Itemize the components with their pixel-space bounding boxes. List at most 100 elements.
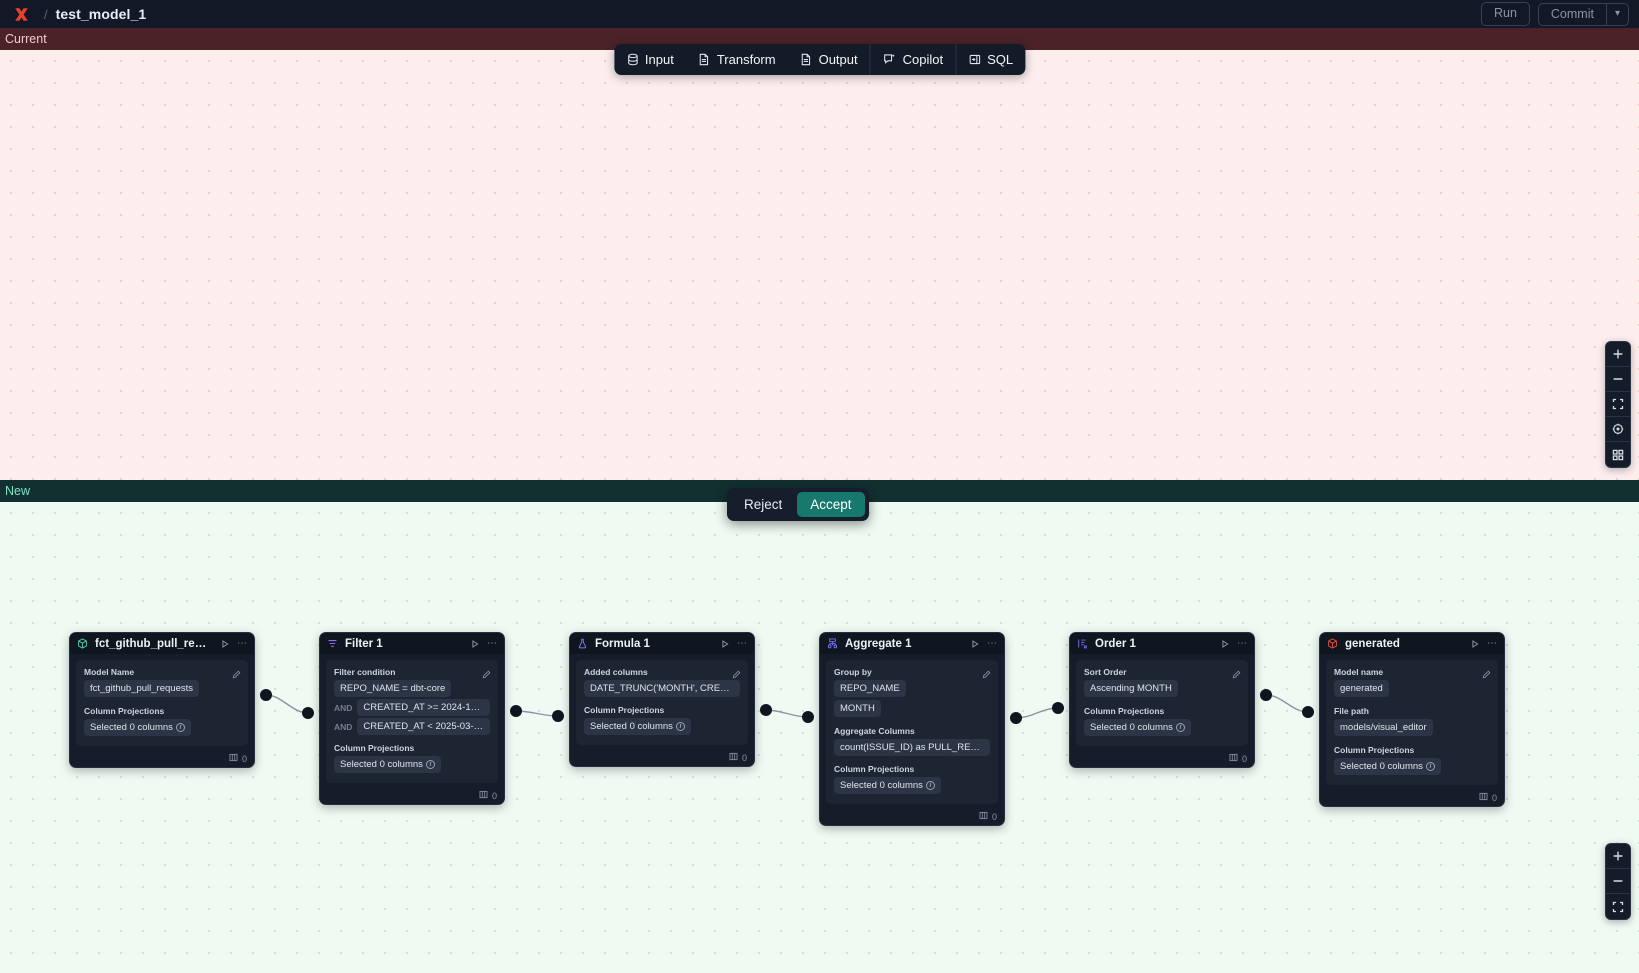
minus-icon[interactable] xyxy=(1606,367,1630,392)
zoom-controls-current xyxy=(1605,341,1631,468)
copilot-sparkle-icon xyxy=(883,53,897,66)
section-label: Model Name xyxy=(84,667,135,677)
fit-screen-icon[interactable] xyxy=(1606,894,1630,919)
value-chip[interactable]: CREATED_AT >= 2024-12-01 xyxy=(357,699,490,716)
node-title: fct_github_pull_requests xyxy=(95,637,213,650)
toolbar-item-input[interactable]: Input xyxy=(614,44,686,75)
column-count: 0 xyxy=(1491,792,1497,803)
info-icon[interactable]: i xyxy=(425,760,435,770)
commit-split-button[interactable]: Commit ▾ xyxy=(1537,2,1629,26)
section-label: Aggregate Columns xyxy=(834,726,915,736)
pipeline-node-output[interactable]: generated ⋯ Model name generated File pa… xyxy=(1319,632,1505,807)
toolbar-item-copilot[interactable]: Copilot xyxy=(869,44,955,75)
commit-button-label[interactable]: Commit xyxy=(1550,6,1594,21)
info-icon[interactable]: i xyxy=(1175,723,1185,733)
play-icon[interactable] xyxy=(1470,639,1480,649)
breadcrumb-separator: / xyxy=(44,6,48,22)
value-chip[interactable]: CREATED_AT < 2025-03-01 xyxy=(357,718,490,735)
edit-pencil-icon[interactable] xyxy=(1482,666,1491,684)
node-header: Filter 1 ⋯ xyxy=(320,633,504,654)
plus-icon[interactable] xyxy=(1606,844,1630,869)
more-dots-icon[interactable]: ⋯ xyxy=(737,638,747,649)
edit-pencil-icon[interactable] xyxy=(732,666,741,684)
x-logo-icon[interactable] xyxy=(10,3,32,25)
node-body: Filter condition REPO_NAME = dbt-core AN… xyxy=(320,654,504,789)
info-icon[interactable]: i xyxy=(925,781,935,791)
toolbar-item-output[interactable]: Output xyxy=(788,44,870,75)
more-dots-icon[interactable]: ⋯ xyxy=(1487,638,1497,649)
more-dots-icon[interactable]: ⋯ xyxy=(987,638,997,649)
toolbar-label-input: Input xyxy=(644,52,674,67)
node-card: Group by REPO_NAME MONTH Aggregate Colum… xyxy=(826,660,998,804)
current-pane: Current xyxy=(0,28,1639,480)
play-icon[interactable] xyxy=(220,639,230,649)
section-label: Added columns xyxy=(584,667,648,677)
play-icon[interactable] xyxy=(970,639,980,649)
value-chip[interactable]: count(ISSUE_ID) as PULL_REQUEST_... xyxy=(834,739,990,756)
run-button[interactable]: Run xyxy=(1480,2,1530,26)
node-header: Formula 1 ⋯ xyxy=(570,633,754,654)
value-chip[interactable]: MONTH xyxy=(834,700,881,718)
pipeline-node-formula[interactable]: Formula 1 ⋯ Added columns DATE_TRUNC('MO… xyxy=(569,632,755,767)
node-body: Group by REPO_NAME MONTH Aggregate Colum… xyxy=(820,654,1004,810)
pipeline-node-input[interactable]: fct_github_pull_requests ⋯ Model Name fc… xyxy=(69,632,255,768)
more-dots-icon[interactable]: ⋯ xyxy=(1237,638,1247,649)
node-header: fct_github_pull_requests ⋯ xyxy=(70,633,254,654)
pipeline-node-order[interactable]: Order 1 ⋯ Sort Order Ascending MONTH Col… xyxy=(1069,632,1255,768)
fit-screen-icon[interactable] xyxy=(1606,392,1630,417)
section-label: Column Projections xyxy=(584,705,665,715)
value-chip[interactable]: models/visual_editor xyxy=(1334,719,1433,737)
play-icon[interactable] xyxy=(1220,639,1230,649)
edit-pencil-icon[interactable] xyxy=(482,666,491,684)
current-pane-label: Current xyxy=(0,28,1639,50)
node-body: Added columns DATE_TRUNC('MONTH', CREATE… xyxy=(570,654,754,751)
document-icon xyxy=(698,53,711,66)
reject-button[interactable]: Reject xyxy=(744,497,783,512)
section-label: Filter condition xyxy=(334,667,396,677)
edit-pencil-icon[interactable] xyxy=(232,666,241,684)
condition-row: AND CREATED_AT < 2025-03-01 xyxy=(334,718,490,735)
node-card: Model Name fct_github_pull_requests Colu… xyxy=(76,660,248,746)
center-target-icon[interactable] xyxy=(1606,417,1630,442)
more-dots-icon[interactable]: ⋯ xyxy=(237,638,247,649)
columns-icon xyxy=(229,753,238,764)
value-chip[interactable]: fct_github_pull_requests xyxy=(84,680,199,698)
value-chip[interactable]: REPO_NAME = dbt-core xyxy=(334,680,452,697)
page-title: test_model_1 xyxy=(55,6,147,22)
sql-panel-icon xyxy=(968,53,981,66)
condition-row: AND CREATED_AT >= 2024-12-01 xyxy=(334,699,490,716)
edit-pencil-icon[interactable] xyxy=(982,666,991,684)
info-icon[interactable]: i xyxy=(675,722,685,732)
toolbar-item-transform[interactable]: Transform xyxy=(686,44,788,75)
pipeline-node-aggregate[interactable]: Aggregate 1 ⋯ Group by REPO_NAME MONTH A… xyxy=(819,632,1005,826)
toolbar-item-sql[interactable]: SQL xyxy=(955,44,1025,75)
grid-layout-icon[interactable] xyxy=(1606,442,1630,467)
edit-pencil-icon[interactable] xyxy=(1232,666,1241,684)
pipeline-node-filter[interactable]: Filter 1 ⋯ Filter condition REPO_NAME = … xyxy=(319,632,505,805)
play-icon[interactable] xyxy=(720,639,730,649)
minus-icon[interactable] xyxy=(1606,869,1630,894)
value-chip[interactable]: Ascending MONTH xyxy=(1084,680,1178,698)
info-icon[interactable]: i xyxy=(175,723,185,733)
info-icon[interactable]: i xyxy=(1425,762,1435,772)
value-chip[interactable]: DATE_TRUNC('MONTH', CREATED_AT... xyxy=(584,680,740,697)
accept-button[interactable]: Accept xyxy=(797,492,865,517)
node-card: Sort Order Ascending MONTH Column Projec… xyxy=(1076,660,1248,746)
more-dots-icon[interactable]: ⋯ xyxy=(487,638,497,649)
value-chip[interactable]: REPO_NAME xyxy=(834,680,906,698)
plus-icon[interactable] xyxy=(1606,342,1630,367)
value-chip[interactable]: generated xyxy=(1334,680,1389,698)
conjunction-label: AND xyxy=(334,721,353,732)
current-canvas[interactable] xyxy=(0,50,1639,480)
play-icon[interactable] xyxy=(470,639,480,649)
chevron-down-icon[interactable]: ▾ xyxy=(1605,3,1628,25)
column-count: 0 xyxy=(241,753,247,764)
section-label: Column Projections xyxy=(1084,706,1165,716)
